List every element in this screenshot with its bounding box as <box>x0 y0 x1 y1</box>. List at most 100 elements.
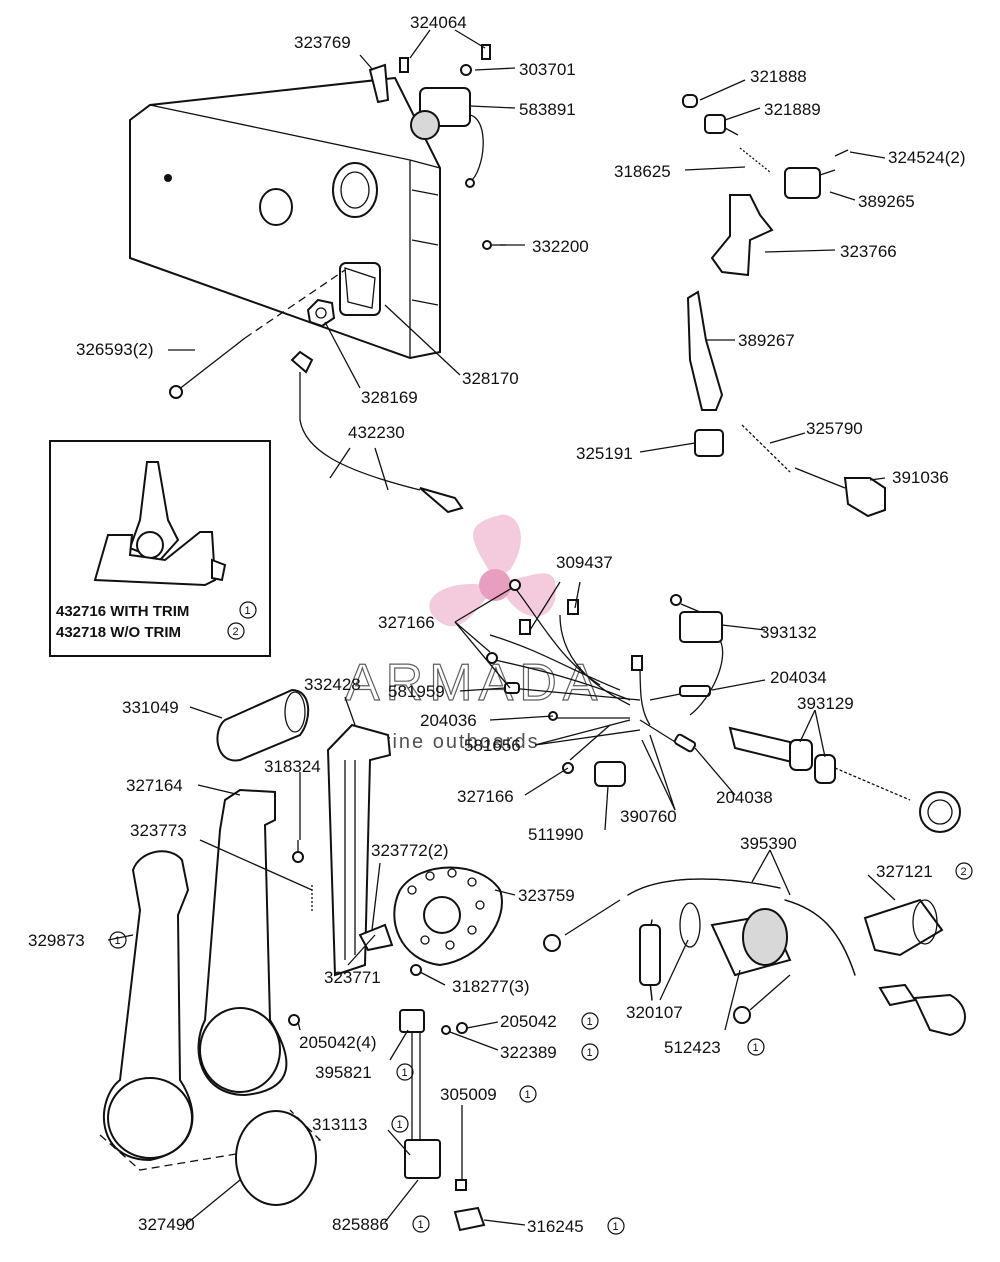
label-205042-4: 205042(4) <box>299 1033 377 1052</box>
screw-326593 <box>169 269 346 399</box>
inset-line2: 432718 W/O TRIM <box>56 624 181 641</box>
label-323769: 323769 <box>294 33 351 52</box>
label-318324: 318324 <box>264 757 321 776</box>
label-328169: 328169 <box>361 388 418 407</box>
svg-text:1: 1 <box>753 1042 759 1054</box>
label-324524: 324524(2) <box>888 148 966 167</box>
label-305009: 305009 <box>440 1085 497 1104</box>
cable-395390 <box>543 878 856 1024</box>
handle-329873 <box>99 850 322 1171</box>
label-324064: 324064 <box>410 13 467 32</box>
circled-marks: 2 1 1 1 1 1 1 1 1 1 <box>109 862 973 1235</box>
plug-393129 <box>728 726 961 833</box>
leader-lines <box>107 29 896 1226</box>
plate-323759 <box>393 866 503 967</box>
label-390760: 390760 <box>620 807 677 826</box>
label-581656: 581656 <box>464 736 521 755</box>
svg-text:1: 1 <box>115 935 121 947</box>
label-313113: 313113 <box>312 1115 367 1134</box>
mark-395821: 1 <box>396 1063 414 1081</box>
label-323772: 323772(2) <box>371 841 449 860</box>
label-332200: 332200 <box>532 237 589 256</box>
label-326593: 326593(2) <box>76 340 154 359</box>
label-309437: 309437 <box>556 553 613 572</box>
inset-box: 432716 WITH TRIM 1 432718 W/O TRIM 2 <box>49 440 271 657</box>
svg-text:1: 1 <box>402 1067 408 1079</box>
label-327490: 327490 <box>138 1215 195 1234</box>
mark-329873: 1 <box>109 931 127 949</box>
inset-line1-mark: 1 <box>245 605 251 617</box>
screw-318277 <box>410 964 422 976</box>
clip-320107 <box>679 902 701 948</box>
label-323773: 323773 <box>130 821 187 840</box>
mark-305009: 1 <box>519 1085 537 1103</box>
propeller-logo-icon <box>429 514 556 627</box>
label-205042: 205042 <box>500 1012 557 1031</box>
mark-512423: 1 <box>747 1038 765 1056</box>
label-204036: 204036 <box>420 711 477 730</box>
label-322389: 322389 <box>500 1043 557 1062</box>
switch-395821 <box>399 1009 468 1179</box>
label-323766: 323766 <box>840 242 897 261</box>
label-320107: 320107 <box>626 1003 683 1022</box>
label-321889: 321889 <box>764 100 821 119</box>
label-325191: 325191 <box>576 444 633 463</box>
svg-text:1: 1 <box>613 1221 619 1233</box>
cover-327490 <box>235 1110 317 1206</box>
label-583891: 583891 <box>519 100 576 119</box>
part-labels: 324064 323769 303701 583891 321888 32188… <box>28 13 966 1236</box>
screw-305009 <box>455 1110 467 1191</box>
screw-332200 <box>482 240 506 250</box>
label-327121: 327121 <box>876 862 933 881</box>
label-303701: 303701 <box>519 60 576 79</box>
svg-text:1: 1 <box>587 1047 593 1059</box>
fuse-316245 <box>453 1206 486 1232</box>
nut-328169 <box>306 298 336 328</box>
mark-322389: 1 <box>581 1043 599 1061</box>
label-323759: 323759 <box>518 886 575 905</box>
connector-right <box>878 983 966 1037</box>
watermark-brand: ARMADA <box>345 654 603 712</box>
inset-line2-mark: 2 <box>233 626 239 638</box>
label-204038: 204038 <box>716 788 773 807</box>
label-389267: 389267 <box>738 331 795 350</box>
label-323771: 323771 <box>324 968 381 987</box>
mark-205042: 1 <box>581 1012 599 1030</box>
svg-text:1: 1 <box>525 1089 531 1101</box>
label-395390: 395390 <box>740 834 797 853</box>
label-204034: 204034 <box>770 668 827 687</box>
fitting-511990 <box>594 761 626 787</box>
label-581959: 581959 <box>388 682 445 701</box>
label-328170: 328170 <box>462 369 519 388</box>
label-511990: 511990 <box>528 825 583 844</box>
label-395821: 395821 <box>315 1063 372 1082</box>
boot-327121 <box>863 898 944 957</box>
knob-assembly <box>694 424 886 518</box>
label-391036: 391036 <box>892 468 949 487</box>
label-389265: 389265 <box>858 192 915 211</box>
label-393132: 393132 <box>760 623 817 642</box>
gate-332428 <box>326 723 392 977</box>
wire-harness <box>486 579 711 774</box>
screw-205042-4 <box>288 1014 300 1026</box>
label-327166-upper: 327166 <box>378 613 435 632</box>
label-432230: 432230 <box>348 423 405 442</box>
lever-389267 <box>686 290 724 411</box>
watermark-tagline: marine outboards <box>352 731 540 753</box>
label-318625: 318625 <box>614 162 671 181</box>
screw-318324 <box>292 840 304 863</box>
svg-text:1: 1 <box>397 1119 403 1131</box>
mark-825886: 1 <box>412 1215 430 1233</box>
cable-432230 <box>290 350 464 514</box>
label-393129: 393129 <box>797 694 854 713</box>
switch-393132 <box>670 594 724 716</box>
label-331049: 331049 <box>122 698 179 717</box>
handle-327164 <box>197 788 288 1097</box>
svg-text:1: 1 <box>587 1016 593 1028</box>
boot-512423 <box>710 908 792 977</box>
cylinder-331049 <box>216 688 310 762</box>
mark-316245: 1 <box>607 1217 625 1235</box>
control-housing <box>129 76 441 360</box>
mark-313113: 1 <box>391 1115 409 1133</box>
